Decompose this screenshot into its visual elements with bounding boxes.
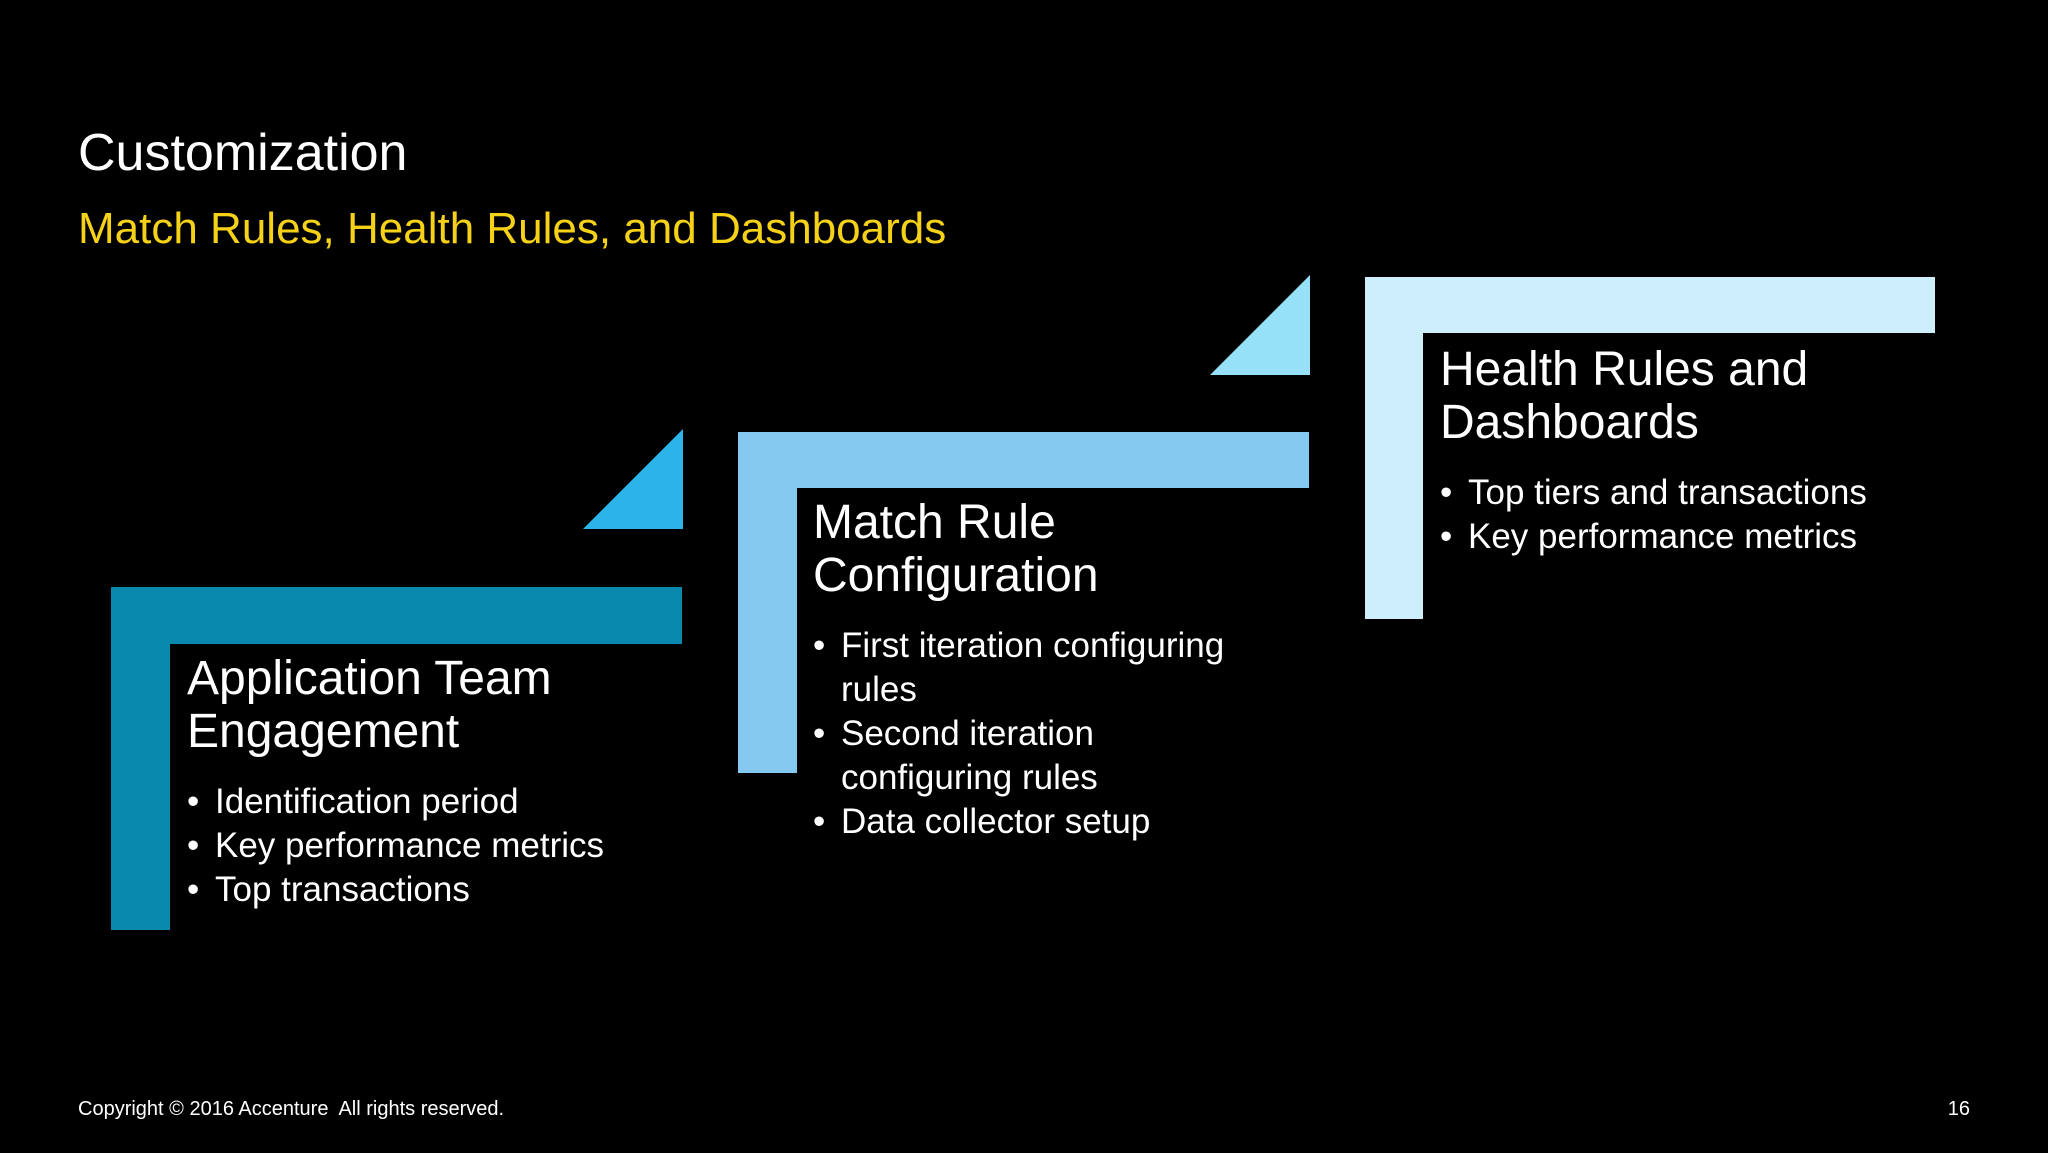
- bullet-dot: •: [187, 826, 200, 865]
- step1-content: Application Team Engagement • Identifica…: [187, 652, 727, 912]
- bullet-item: • First iteration configuring rules: [813, 624, 1353, 712]
- bullet-label: Identification period: [215, 782, 519, 821]
- bullet-dot: •: [1440, 517, 1453, 556]
- bullet-dot: •: [813, 626, 826, 665]
- step2-corner-bar-horizontal: [738, 432, 1309, 488]
- bullet-dot: •: [1440, 473, 1453, 512]
- bullet-item: • Key performance metrics: [1440, 515, 2000, 559]
- slide-subtitle: Match Rules, Health Rules, and Dashboard…: [78, 204, 947, 253]
- bullet-label: Key performance metrics: [1468, 517, 1858, 556]
- bullet-label: First iteration configuring rules: [841, 626, 1225, 709]
- footer-copyright: Copyright © 2016 Accenture All rights re…: [78, 1098, 505, 1120]
- step1-bullet-list: • Identification period • Key performanc…: [187, 780, 727, 912]
- bullet-label: Data collector setup: [841, 802, 1151, 841]
- step2-bullet-list: • First iteration configuring rules • Se…: [813, 624, 1353, 844]
- bullet-label: Key performance metrics: [215, 826, 605, 865]
- step3-corner-bar-horizontal: [1365, 277, 1935, 333]
- step3-heading: Health Rules and Dashboards: [1440, 343, 1809, 449]
- step1-corner-bar-horizontal: [111, 587, 682, 644]
- step3-content: Health Rules and Dashboards • Top tiers …: [1440, 343, 2000, 559]
- step-triangle-2-icon: [1210, 275, 1310, 375]
- step3-bullet-list: • Top tiers and transactions • Key perfo…: [1440, 471, 2000, 559]
- step1-heading: Application Team Engagement: [187, 652, 552, 758]
- bullet-label: Top transactions: [215, 870, 470, 909]
- bullet-item: • Top tiers and transactions: [1440, 471, 2000, 515]
- bullet-item: • Data collector setup: [813, 800, 1353, 844]
- step2-corner-bar-vertical: [738, 432, 797, 773]
- step-triangle-1-icon: [583, 429, 683, 529]
- bullet-label: Top tiers and transactions: [1468, 473, 1867, 512]
- step1-corner-bar-vertical: [111, 587, 170, 930]
- bullet-item: • Second iteration configuring rules: [813, 712, 1353, 800]
- step2-content: Match Rule Configuration • First iterati…: [813, 496, 1353, 844]
- page-number: 16: [1947, 1098, 1970, 1120]
- bullet-dot: •: [187, 870, 200, 909]
- bullet-dot: •: [187, 782, 200, 821]
- step2-heading: Match Rule Configuration: [813, 496, 1099, 602]
- bullet-item: • Identification period: [187, 780, 727, 824]
- bullet-item: • Top transactions: [187, 868, 727, 912]
- bullet-label: Second iteration configuring rules: [841, 714, 1098, 797]
- slide-title: Customization: [78, 124, 408, 182]
- bullet-dot: •: [813, 802, 826, 841]
- step3-corner-bar-vertical: [1365, 277, 1423, 619]
- bullet-dot: •: [813, 714, 826, 753]
- bullet-item: • Key performance metrics: [187, 824, 727, 868]
